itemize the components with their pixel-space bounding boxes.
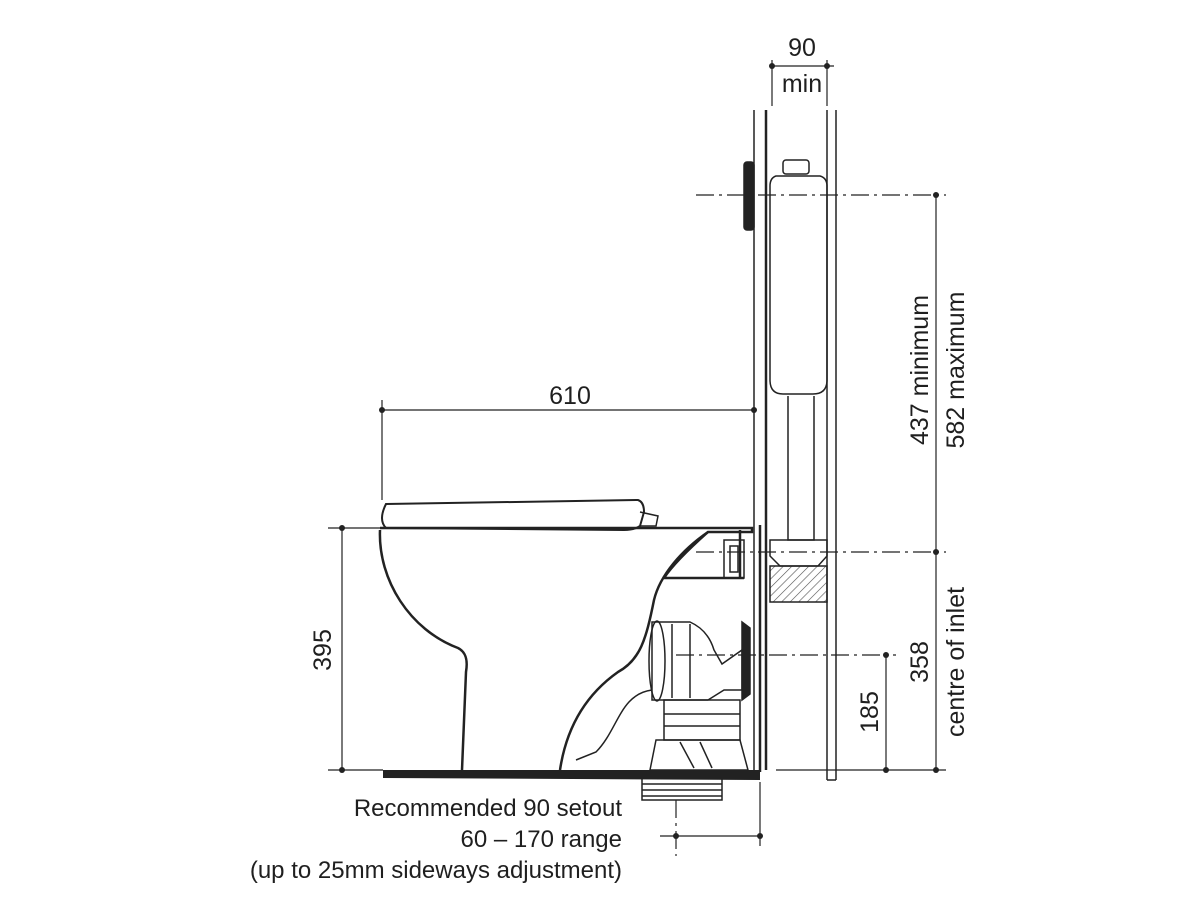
wall-structure <box>753 110 837 781</box>
inlet-connector <box>723 539 745 579</box>
pan-outlet-connector <box>575 620 751 771</box>
seat-hinge <box>639 511 659 527</box>
concealed-cistern <box>769 159 828 603</box>
centre-lines <box>675 194 946 856</box>
toilet-seat <box>381 498 646 532</box>
dimension-lines <box>328 60 946 846</box>
pan-height-label: 395 <box>309 629 337 671</box>
overall-depth-label: 610 <box>549 382 591 410</box>
toilet-pan <box>378 526 754 771</box>
setout-note-line3: (up to 25mm sideways adjustment) <box>250 857 622 884</box>
centre-of-inlet-label: centre of inlet <box>942 587 970 737</box>
inlet-height-min-label: 437 minimum <box>906 295 934 445</box>
wall-gap-unit: min <box>782 70 822 98</box>
centre-of-inlet-value: 358 <box>906 641 934 683</box>
dimension-ticks <box>339 63 939 839</box>
setout-note-line2: 60 – 170 range <box>461 826 622 853</box>
inlet-height-max-label: 582 maximum <box>942 292 970 449</box>
floor-waste-pipe <box>641 777 723 801</box>
outlet-height-label: 185 <box>856 691 884 733</box>
setout-note-line1: Recommended 90 setout <box>354 795 622 822</box>
flush-button-plate <box>743 161 755 231</box>
wall-gap-value: 90 <box>788 34 816 62</box>
